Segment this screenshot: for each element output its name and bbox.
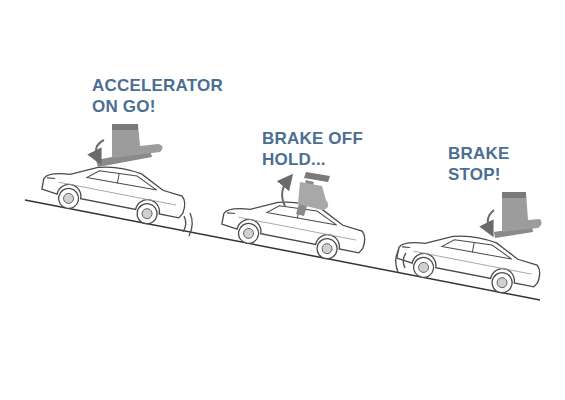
step-label: BRAKE OFF HOLD... <box>262 128 387 170</box>
car <box>39 154 189 230</box>
accelerator-pedal <box>96 124 163 167</box>
motion-arcs <box>183 213 406 272</box>
brake-pedal <box>282 172 330 216</box>
step-label: ACCELERATOR ON GO! <box>92 75 242 117</box>
car <box>219 189 369 265</box>
brake-pedal <box>488 192 542 238</box>
car <box>394 223 544 299</box>
step-label: BRAKE STOP! <box>448 143 530 185</box>
